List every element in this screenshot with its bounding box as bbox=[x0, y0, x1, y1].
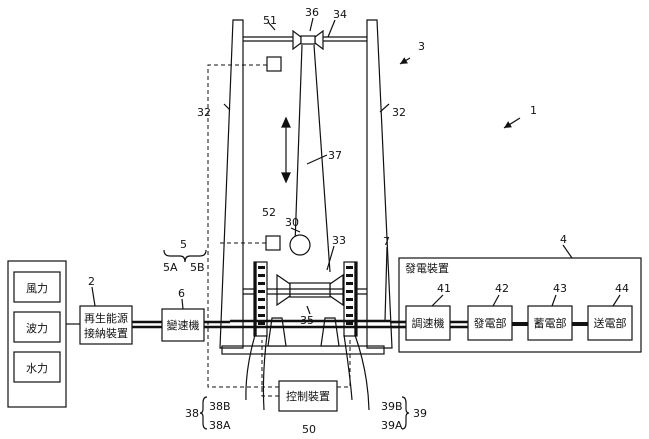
ref-39a: 39A bbox=[381, 419, 403, 432]
control-label: 控制裝置 bbox=[286, 389, 330, 403]
ref-2: 2 bbox=[88, 275, 95, 288]
weight-30 bbox=[289, 234, 311, 256]
ref-41: 41 bbox=[437, 282, 451, 295]
ref-5a: 5A bbox=[163, 261, 178, 274]
hydro-box bbox=[13, 351, 61, 383]
ref-37: 37 bbox=[328, 149, 342, 162]
ref-38b: 38B bbox=[209, 400, 231, 413]
ref-51: 51 bbox=[263, 14, 277, 27]
ref-1: 1 bbox=[530, 104, 537, 117]
ref-38: 38 bbox=[185, 407, 199, 420]
wave-box bbox=[13, 311, 61, 343]
generator-label: 發電部 bbox=[474, 316, 507, 330]
receiver-label-line2: 接納裝置 bbox=[84, 327, 128, 340]
ref-4: 4 bbox=[560, 233, 567, 246]
ref-43: 43 bbox=[553, 282, 567, 295]
receiver-box bbox=[79, 305, 133, 345]
ref-32-right: 32 bbox=[392, 106, 406, 119]
governor-label: 調速機 bbox=[412, 316, 445, 330]
ref-5: 5 bbox=[180, 238, 187, 251]
ref-7: 7 bbox=[383, 235, 390, 248]
gear-teeth bbox=[258, 266, 353, 325]
transmitter-label: 送電部 bbox=[594, 316, 627, 330]
wind-box bbox=[13, 271, 61, 303]
ref-50: 50 bbox=[302, 423, 316, 436]
hydro-label: 水力 bbox=[26, 362, 48, 375]
ref-30: 30 bbox=[285, 216, 299, 229]
power-gen-title: 發電裝置 bbox=[405, 261, 449, 275]
ref-52: 52 bbox=[262, 206, 276, 219]
ref-42: 42 bbox=[495, 282, 509, 295]
ref-33: 33 bbox=[332, 234, 346, 247]
ref-5b: 5B bbox=[190, 261, 205, 274]
ref-39b: 39B bbox=[381, 400, 403, 413]
sensor-52 bbox=[265, 235, 281, 251]
ref-39: 39 bbox=[413, 407, 427, 420]
ref-44: 44 bbox=[615, 282, 629, 295]
ref-35: 35 bbox=[300, 314, 314, 327]
accumulator-box bbox=[527, 305, 573, 341]
control-box bbox=[278, 380, 338, 412]
ref-32-left: 32 bbox=[197, 106, 211, 119]
power-generation-device bbox=[398, 257, 642, 353]
receiver-label-line1: 再生能源 bbox=[84, 311, 128, 325]
accumulator-label: 蓄電部 bbox=[534, 316, 567, 330]
wave-label: 波力 bbox=[26, 322, 48, 335]
ref-6: 6 bbox=[178, 287, 185, 300]
input-group-frame bbox=[7, 260, 67, 408]
wind-label: 風力 bbox=[26, 282, 48, 295]
sensor-51 bbox=[266, 56, 282, 72]
ref-38a: 38A bbox=[209, 419, 231, 432]
tower-right-pillar bbox=[366, 19, 393, 349]
ref-3: 3 bbox=[418, 40, 425, 53]
tower-base bbox=[221, 345, 385, 355]
ref-36: 36 bbox=[305, 6, 319, 19]
ref-34: 34 bbox=[333, 8, 347, 21]
tower-left-pillar bbox=[219, 19, 244, 349]
gearbox-label: 變速機 bbox=[167, 318, 200, 332]
